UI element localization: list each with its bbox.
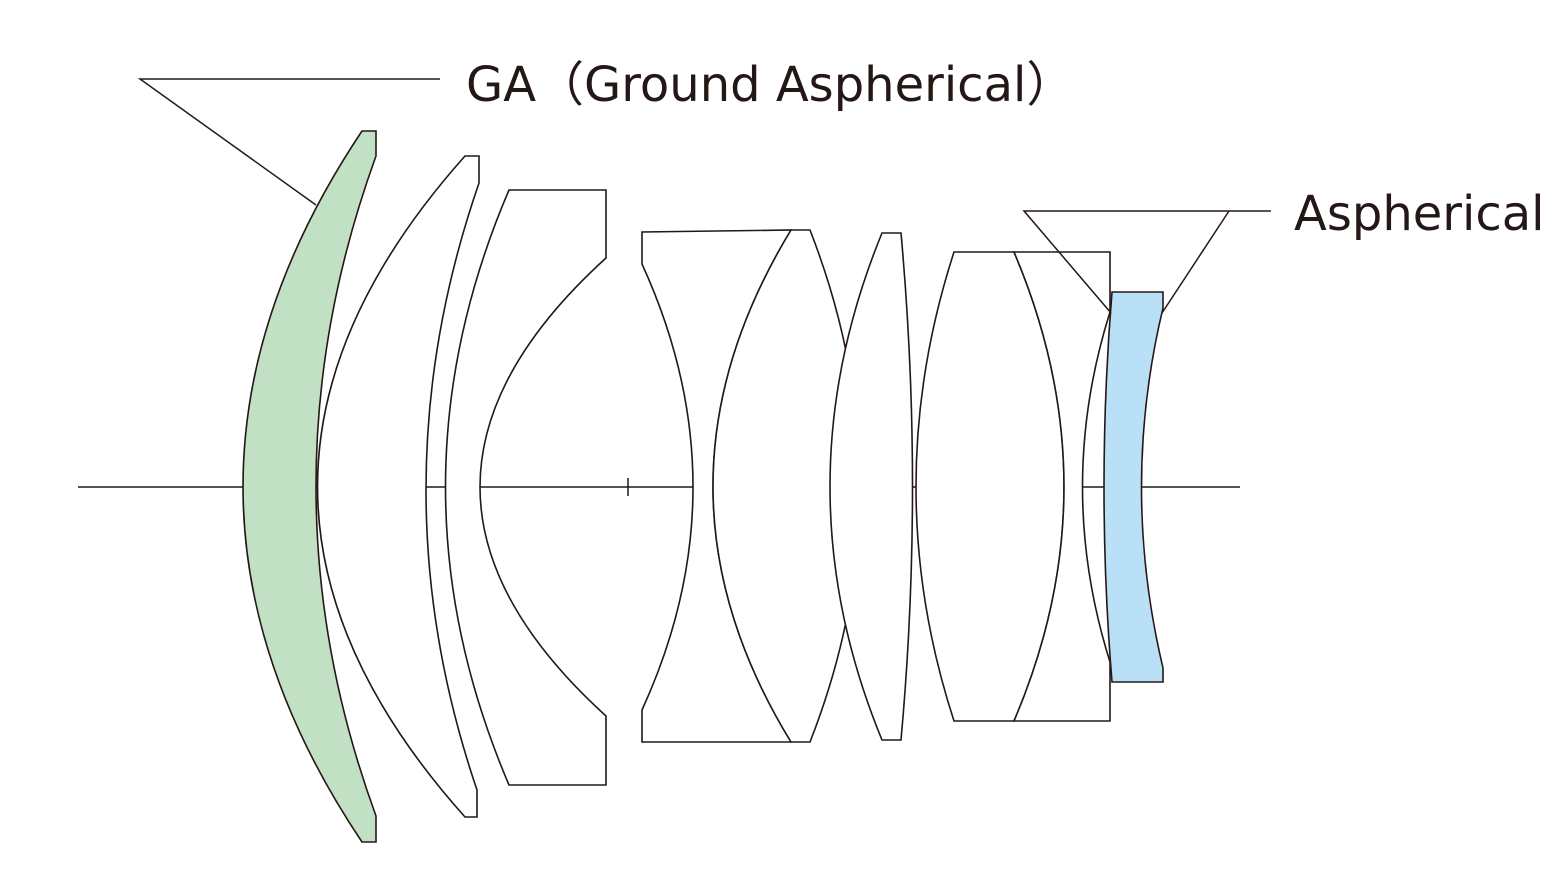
lens-element-2 — [316, 155, 480, 818]
aspherical-leader-line — [1022, 210, 1271, 314]
lens-element-9 — [1103, 291, 1164, 683]
lens-element-8 — [1012, 251, 1111, 722]
ga-leader-line — [137, 78, 440, 206]
lens-element-3 — [444, 189, 607, 786]
ground-aspherical-label: GA（Ground Aspherical） — [466, 57, 1074, 113]
aspherical-label: Aspherical — [1294, 186, 1544, 242]
aspherical-leader-branch — [1161, 210, 1230, 314]
lens-element-6 — [829, 232, 914, 741]
lens-element-1 — [242, 130, 377, 843]
